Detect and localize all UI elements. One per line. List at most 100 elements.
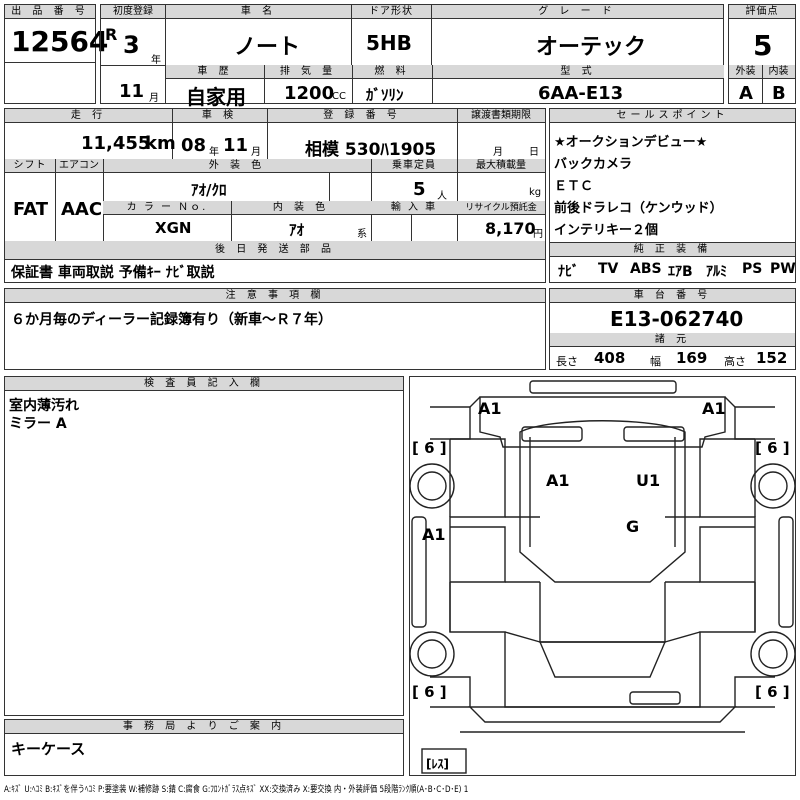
shipping-items: 保証書 車両取説 予備ｷｰ ﾅﾋﾞ取説 — [11, 265, 215, 281]
score-box: 評価点 5 外装 内装 A B — [728, 4, 796, 104]
car-diagram-box: A1 A1 A1 U1 G A1 [ 6 ] [ 6 ] [ 6 ] [ 6 ]… — [409, 376, 796, 776]
damage-mark-glass: G — [626, 517, 640, 536]
first-reg-month: 11 — [119, 81, 145, 102]
car-diagram — [410, 380, 795, 774]
first-registration-box: 初度登録 R 3 年 11 月 — [100, 4, 166, 104]
office-box: 事 務 局 よ り ご 案 内 キーケース — [4, 719, 404, 776]
door-type: 5HB — [366, 31, 412, 55]
lot-number: 12564 — [11, 25, 109, 58]
inspection-year-unit: 年 — [209, 147, 219, 158]
vehicle-details-box: 走 行 車 検 登 録 番 号 譲渡書類期限 11,455 km 08 年 11… — [4, 108, 546, 260]
shipping-items-box: 保証書 車両取説 予備ｷｰ ﾅﾋﾞ取説 — [4, 259, 546, 283]
notes-box: 注 意 事 項 欄 ６か月毎のディーラー記録簿有り（新車～Ｒ７年） — [4, 288, 546, 370]
tire-depth-front-left: [ 6 ] — [412, 439, 447, 457]
ext-color: ｱｵ/ｸﾛ — [191, 181, 227, 199]
history: 自家用 — [186, 85, 246, 109]
fuel-label: 燃 料 — [352, 65, 432, 79]
transfer-label: 譲渡書類期限 — [457, 109, 545, 123]
exterior-grade: A — [739, 83, 753, 104]
car-info-box: 車 名 ドア形状 グ レ ー ド ノート 5HB オーテック 車 歴 排 気 量… — [165, 4, 724, 109]
height-label: 高さ — [724, 355, 746, 368]
equip-alloy: ｱﾙﾐ — [706, 264, 727, 280]
equip-pw: PW — [770, 261, 796, 277]
inspection-month-unit: 月 — [251, 147, 261, 158]
sales-point-3: ＥＴＣ — [554, 179, 594, 194]
month-unit: 月 — [149, 93, 159, 104]
chassis-label: 車 台 番 号 — [550, 289, 795, 303]
damage-mark-front-left: A1 — [478, 399, 502, 418]
sales-point-2: バックカメラ — [554, 157, 633, 172]
exterior-label: 外装 — [729, 65, 762, 79]
equip-navi: ﾅﾋﾞ — [558, 264, 579, 280]
spare-tire-label: [ﾚｽ] — [426, 757, 449, 771]
fuel: ｶﾞｿﾘﾝ — [366, 86, 404, 104]
damage-mark-roof-left: A1 — [546, 471, 570, 490]
sales-point-5: インテリキー２個 — [554, 223, 659, 238]
car-name-label: 車 名 — [166, 5, 351, 19]
tire-depth-rear-left: [ 6 ] — [412, 683, 447, 701]
inspector-line-2: ミラー A — [9, 416, 67, 432]
first-reg-year: 3 — [123, 31, 140, 59]
max-load-unit: kg — [529, 187, 542, 198]
aircon-label: エアコン — [55, 159, 103, 173]
lot-label: 出 品 番 号 — [5, 5, 95, 19]
recycle-label: リサイクル預託金 — [457, 201, 545, 215]
damage-mark-front-right: A1 — [702, 399, 726, 418]
inspection-month: 11 — [223, 135, 249, 156]
inspection-year: 08 — [181, 135, 207, 156]
transfer-day-unit: 日 — [529, 147, 539, 158]
capacity: 5 — [413, 179, 426, 200]
length-label: 長さ — [556, 355, 578, 368]
sales-points-box: セールスポイント ★オークションデビュー★ バックカメラ ＥＴＣ 前後ドラレコ（… — [549, 108, 796, 244]
capacity-unit: 人 — [437, 191, 447, 202]
history-label: 車 歴 — [166, 65, 264, 79]
equipment-label: 純 正 装 備 — [550, 243, 795, 257]
damage-legend: A:ｷｽﾞ U:ﾍｺﾐ B:ｷｽﾞを伴うﾍｺﾐ P:要塗装 W:補修跡 S:錆 … — [4, 782, 796, 795]
equip-airbag: ｴｱB — [668, 264, 693, 280]
tire-depth-front-right: [ 6 ] — [755, 439, 790, 457]
score-value: 5 — [753, 29, 773, 62]
shift-label: シフト — [5, 159, 55, 173]
shipping-label: 後 日 発 送 部 品 — [5, 241, 545, 259]
damage-mark-left-door: A1 — [422, 525, 446, 544]
model-label: 型 式 — [432, 65, 724, 79]
first-reg-label: 初度登録 — [101, 5, 165, 19]
inspector-label: 検 査 員 記 入 欄 — [5, 377, 403, 391]
int-color-label: 内 装 色 — [231, 201, 371, 215]
era-letter: R — [105, 25, 118, 44]
height-value: 152 — [756, 349, 788, 367]
office-text: キーケース — [11, 740, 86, 758]
equip-tv: TV — [598, 261, 619, 277]
lot-box: 出 品 番 号 12564 — [4, 4, 108, 104]
score-label: 評価点 — [729, 5, 795, 19]
inspector-box: 検 査 員 記 入 欄 室内薄汚れ ミラー A — [4, 376, 404, 716]
interior-grade: B — [772, 83, 786, 104]
int-color-unit: 系 — [357, 229, 367, 240]
import-label: 輸 入 車 — [371, 201, 457, 215]
recycle-unit: 円 — [533, 229, 543, 240]
inspection-label: 車 検 — [172, 109, 267, 123]
mileage-label: 走 行 — [5, 109, 172, 123]
mileage: 11,455 — [81, 133, 151, 154]
car-name: ノート — [234, 35, 301, 60]
mileage-unit: km — [145, 133, 176, 154]
notes-text: ６か月毎のディーラー記録簿有り（新車～Ｒ７年） — [11, 312, 333, 328]
sales-point-label: セールスポイント — [550, 109, 795, 123]
damage-legend-text: A:ｷｽﾞ U:ﾍｺﾐ B:ｷｽﾞを伴うﾍｺﾐ P:要塗装 W:補修跡 S:錆 … — [4, 785, 469, 795]
office-label: 事 務 局 よ り ご 案 内 — [5, 720, 403, 734]
recycle-amount: 8,170 — [485, 219, 536, 238]
ext-color-label: 外 装 色 — [103, 159, 371, 173]
displacement-unit: CC — [332, 91, 346, 102]
capacity-label: 乗車定員 — [371, 159, 457, 173]
tire-depth-rear-right: [ 6 ] — [755, 683, 790, 701]
grade-label: グ レ ー ド — [431, 5, 723, 19]
length-value: 408 — [594, 349, 626, 367]
int-color: ｱｵ — [289, 221, 305, 239]
chassis-number: E13-062740 — [610, 307, 744, 331]
inspector-line-1: 室内薄汚れ — [9, 398, 79, 414]
chassis-box: 車 台 番 号 E13-062740 諸 元 長さ 408 幅 169 高さ 1… — [549, 288, 796, 370]
width-value: 169 — [676, 349, 708, 367]
sales-point-4: 前後ドラレコ（ケンウッド） — [554, 201, 723, 216]
sales-point-1: ★オークションデビュー★ — [554, 135, 708, 150]
displacement: 1200 — [284, 83, 335, 104]
